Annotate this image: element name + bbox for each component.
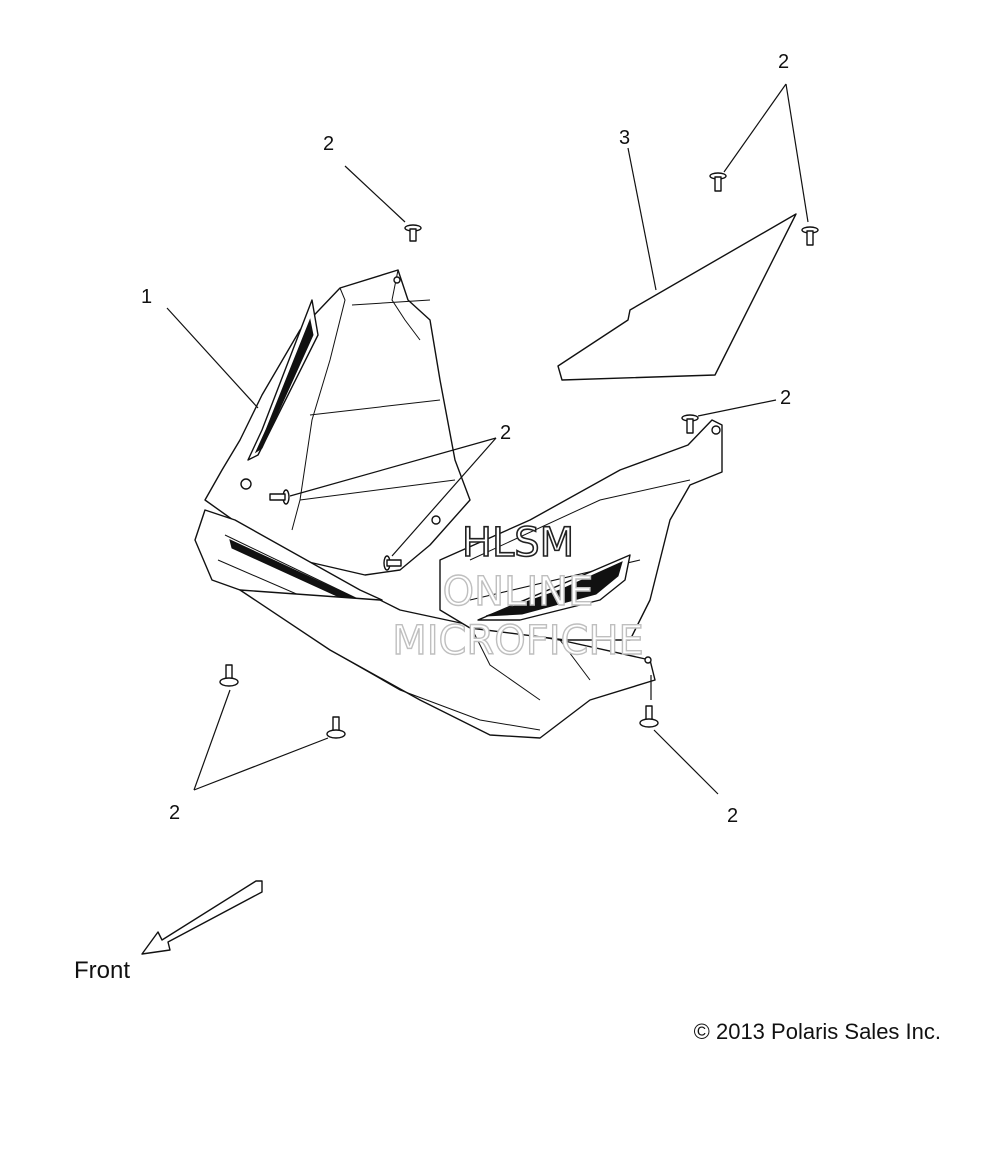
watermark-line-2: ONLINE bbox=[443, 569, 594, 615]
callout-3: 3 bbox=[619, 127, 630, 149]
callout-2-bottom-right: 2 bbox=[727, 805, 738, 827]
fasteners bbox=[219, 172, 819, 739]
fastener-center-1 bbox=[269, 489, 290, 505]
callout-2-right: 2 bbox=[780, 387, 791, 409]
fastener-bottom-right bbox=[639, 705, 659, 728]
fastener-right bbox=[681, 414, 699, 434]
callout-1: 1 bbox=[141, 286, 152, 308]
callout-2-top-center: 2 bbox=[323, 133, 334, 155]
watermark-line-3: MICROFICHE bbox=[392, 618, 644, 664]
callout-2-center: 2 bbox=[500, 422, 511, 444]
leader-lines bbox=[166, 83, 809, 795]
callouts: 1 2 2 3 2 2 2 2 bbox=[141, 51, 791, 827]
fastener-top-center bbox=[404, 224, 422, 242]
front-arrow-icon bbox=[141, 880, 263, 955]
fastener-top-right-2 bbox=[801, 226, 819, 246]
front-label: Front bbox=[74, 957, 130, 984]
fastener-bottom-left-1 bbox=[219, 664, 239, 687]
callout-2-top-right: 2 bbox=[778, 51, 789, 73]
fastener-bottom-left-2 bbox=[326, 716, 346, 739]
fastener-center-2 bbox=[383, 555, 402, 571]
watermark: HLSM ONLINE MICROFICHE bbox=[391, 519, 644, 665]
callout-2-bottom-left: 2 bbox=[169, 802, 180, 824]
part-3-panel bbox=[557, 213, 797, 381]
copyright-text: © 2013 Polaris Sales Inc. bbox=[694, 1019, 941, 1044]
watermark-line-1: HLSM bbox=[462, 520, 574, 566]
fastener-top-right-1 bbox=[709, 172, 727, 192]
